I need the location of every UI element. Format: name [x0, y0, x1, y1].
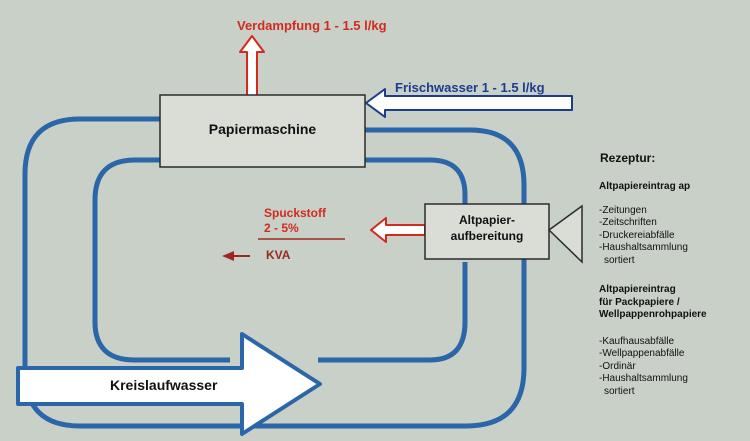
section2-item: -Wellpappenabfälle	[599, 348, 685, 359]
section1-item: -Druckereiabfälle	[599, 229, 675, 241]
freshwater-arrow	[365, 88, 573, 118]
rezeptur-section-2: Altpapiereintrag für Packpapiere / Wellp…	[599, 284, 707, 398]
section1-item: sortiert	[604, 254, 635, 266]
circulation-arrow	[16, 332, 322, 436]
recycling-label-line2: aufbereitung	[450, 229, 524, 243]
evaporation-arrow	[239, 35, 265, 97]
section2-item: -Ordinär	[599, 360, 636, 372]
section1-title: Altpapiereintrag ap	[599, 181, 691, 192]
reject-label-line1: Spuckstoff	[264, 206, 327, 220]
paper-machine-label: Papiermaschine	[208, 121, 317, 137]
section1-item: -Zeitschriften	[599, 217, 657, 228]
input-funnel	[547, 204, 583, 264]
section2-title-line: Wellpappenrohpapiere	[599, 309, 707, 320]
kva-arrow-head	[222, 251, 234, 261]
reject-label: Spuckstoff 2 - 5%	[264, 206, 326, 236]
evaporation-label: Verdampfung 1 - 1.5 l/kg	[237, 18, 387, 33]
recycling-label-line1: Altpapier-	[458, 213, 515, 227]
paper-machine-box	[159, 94, 366, 168]
section1-item: -Haushaltsammlung	[599, 242, 688, 253]
rezeptur-title: Rezeptur:	[600, 151, 656, 165]
section2-item: -Kaufhausabfälle	[599, 335, 675, 347]
kva-label: KVA	[266, 248, 291, 262]
outer-water-loop	[22, 116, 527, 429]
reject-label-line2: 2 - 5%	[264, 221, 299, 235]
freshwater-label: Frischwasser 1 - 1.5 l/kg	[395, 80, 545, 95]
recycling-label: Altpapier- aufbereitung	[425, 212, 549, 244]
circulation-label: Kreislaufwasser	[110, 377, 218, 393]
section2-title-line: für Packpapiere /	[599, 296, 680, 308]
section2-item: sortiert	[604, 385, 635, 397]
section2-title-line: Altpapiereintrag	[599, 284, 676, 295]
reject-arrow	[370, 217, 426, 243]
rezeptur-section-1: Altpapiereintrag ap -Zeitungen -Zeitschr…	[599, 181, 690, 267]
inner-water-loop	[92, 157, 468, 363]
recycling-box	[424, 203, 550, 260]
section2-item: -Haushaltsammlung	[599, 373, 688, 384]
section1-item: -Zeitungen	[599, 204, 647, 216]
